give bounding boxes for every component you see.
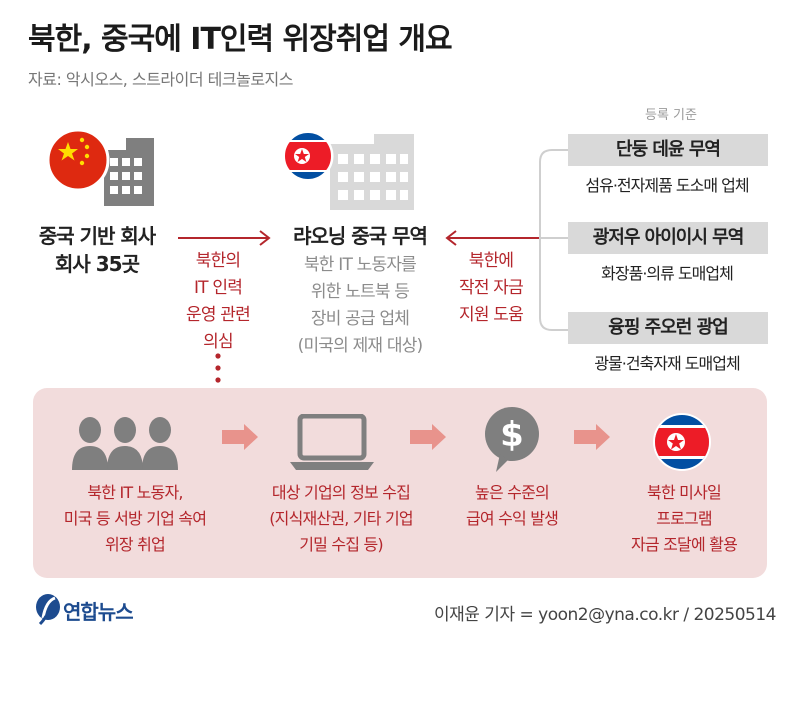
registration-label: 등록 기준 [645, 108, 697, 123]
step-3-text: 높은 수준의 급여 수익 발생 [442, 480, 582, 532]
ryonong-name: 랴오닝 중국 무역 [293, 224, 428, 248]
step-1-line: 북한 IT 노동자, [87, 483, 183, 502]
ryonong-company-icon [282, 130, 414, 210]
china-company-count: 회사 35곳 [55, 252, 140, 276]
step-4-line: 자금 조달에 활용 [630, 535, 738, 554]
registration-company-3: 융핑 주오런 광업 [568, 312, 768, 344]
left-arrow-label-line: IT 인력 [193, 278, 243, 298]
left-arrow-label-line: 운영 관련 [186, 305, 251, 325]
step-2-line: 기밀 수집 등) [299, 535, 383, 554]
china-company-line1: 중국 기반 회사 [38, 224, 156, 248]
left-arrow-label-line: 의심 [203, 332, 233, 352]
ryonong-desc-line: 장비 공급 업체 [310, 309, 410, 329]
right-arrow-label-line: 지원 도움 [459, 305, 524, 325]
right-arrow-label-line: 작전 자금 [459, 278, 524, 298]
china-company-icon [48, 128, 154, 206]
step-1-text: 북한 IT 노동자, 미국 등 서방 기업 속여 위장 취업 [40, 480, 230, 558]
registration-company-2: 광저우 아이이시 무역 [568, 222, 768, 254]
step-2-line: 대상 기업의 정보 수집 [271, 483, 411, 502]
registration-category-1: 섬유·전자제품 도소매 업체 [585, 176, 749, 195]
registration-category-2: 화장품·의류 도매업체 [601, 264, 734, 283]
credit-text: 이재윤 기자 = yoon2@yna.co.kr / 20250514 [433, 605, 777, 625]
laptop-icon [290, 414, 374, 470]
step-3-line: 높은 수준의 [475, 483, 550, 502]
left-arrow-label-line: 북한의 [195, 251, 241, 271]
yonhap-logo: 연합뉴스 [63, 600, 134, 624]
china-company-label: 중국 기반 회사 회사 35곳 [22, 222, 172, 278]
dollar-bubble-icon: $ [485, 407, 539, 472]
people-icon [72, 417, 178, 470]
ryonong-desc-line: 위한 노트북 등 [310, 282, 410, 302]
left-arrow-label: 북한의 IT 인력 운영 관련 의심 [172, 248, 264, 356]
step-4-line: 북한 미사일 [647, 483, 722, 502]
ryonong-block: 랴오닝 중국 무역 북한 IT 노동자를 위한 노트북 등 장비 공급 업체 (… [270, 222, 450, 360]
step-2-text: 대상 기업의 정보 수집 (지식재산권, 기타 기업 기밀 수집 등) [236, 480, 446, 558]
step-4-line: 프로그램 [656, 509, 712, 528]
registration-category-3: 광물·건축자재 도매업체 [594, 354, 740, 373]
page-title: 북한, 중국에 IT인력 위장취업 개요 [28, 22, 453, 57]
step-1-line: 위장 취업 [105, 535, 166, 554]
right-arrow-label-line: 북한에 [468, 251, 514, 271]
step-3-line: 급여 수익 발생 [465, 509, 559, 528]
dollar-symbol: $ [500, 415, 524, 455]
north-korea-flag-icon [653, 413, 711, 471]
yonhap-logo-icon [36, 594, 60, 626]
north-korea-flag-small-icon [282, 130, 334, 182]
step-2-line: (지식재산권, 기타 기업 [269, 509, 413, 528]
step-1-line: 미국 등 서방 기업 속여 [63, 509, 207, 528]
ryonong-desc-line: (미국의 제재 대상) [297, 336, 424, 356]
source-text: 자료: 악시오스, 스트라이더 테크놀로지스 [28, 70, 293, 89]
china-flag-icon [48, 128, 110, 192]
ryonong-desc-line: 북한 IT 노동자를 [303, 255, 417, 275]
step-4-text: 북한 미사일 프로그램 자금 조달에 활용 [604, 480, 764, 558]
right-arrow-label: 북한에 작전 자금 지원 도움 [444, 248, 538, 329]
registration-company-1: 단둥 데윤 무역 [568, 134, 768, 166]
